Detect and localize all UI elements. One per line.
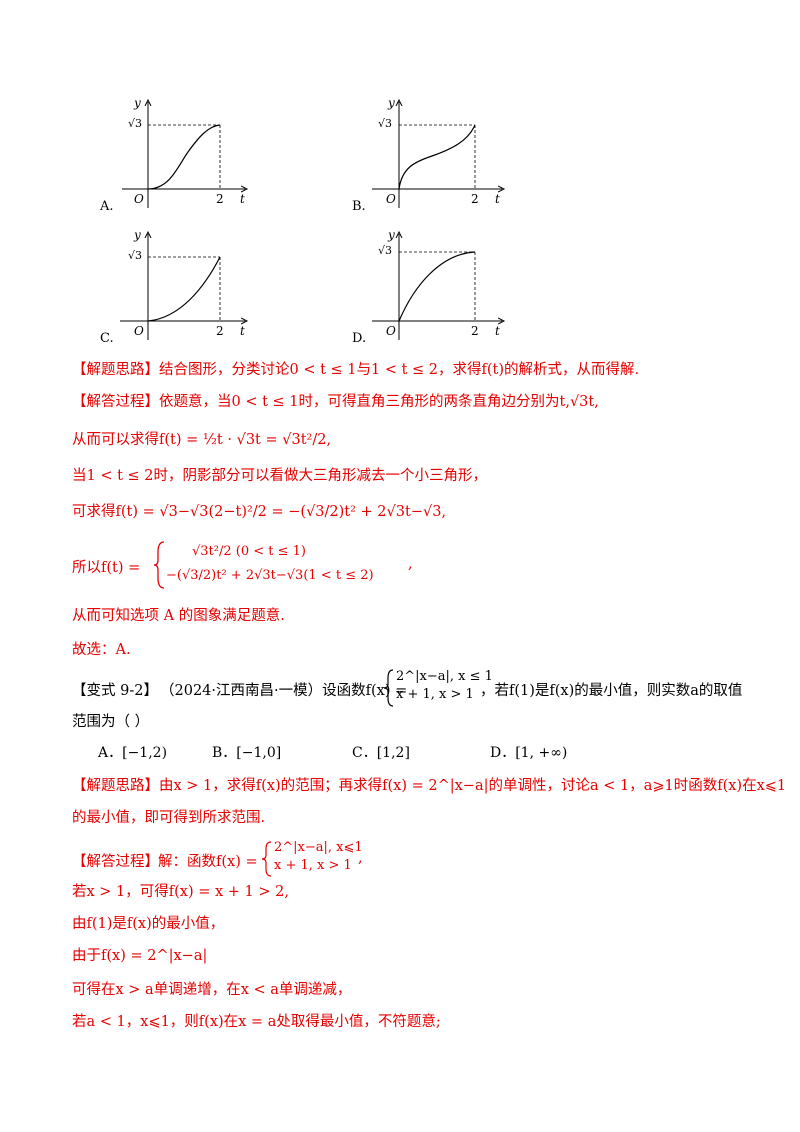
graph-b-y-tick: √3 xyxy=(378,117,393,130)
graph-c-y-label: y xyxy=(134,228,141,242)
graph-c-x-label: t xyxy=(240,324,245,338)
solution1-line3: 从而可以求得f(t) = ½t · √3t = √3t²/2, xyxy=(72,432,332,448)
problem2-tag: 【变式 9-2】 xyxy=(72,683,158,699)
graph-b-x-label: t xyxy=(495,192,500,206)
graph-b-curve xyxy=(398,124,476,190)
graph-a-y-label: y xyxy=(134,96,141,110)
problem2-brace xyxy=(384,669,394,707)
piecewise-case2: −(√3/2)t² + 2√3t−√3(1 < t ≤ 2) xyxy=(166,568,374,583)
piecewise-brace xyxy=(154,541,165,589)
problem2-question2: 范围为（ ） xyxy=(72,714,150,730)
piecewise-prefix: 所以f(t) = xyxy=(72,560,141,576)
solution2-line-b: 由f(1)是f(x)的最小值， xyxy=(72,916,225,932)
solution2-case2: x + 1, x > 1 xyxy=(274,858,352,873)
idea-text: 结合图形，分类讨论0 < t ≤ 1与1 < t ≤ 2，求得f(t)的解析式，… xyxy=(159,362,640,378)
problem2-question: ，若f(1)是f(x)的最小值，则实数a的取值 xyxy=(480,683,743,699)
solution2-idea2: 的最小值，即可得到所求范围. xyxy=(72,810,266,826)
graph-a-curve xyxy=(147,124,221,190)
solution1-piecewise: 所以f(t) = √3t²/2 (0 < t ≤ 1) −(√3/2)t² + … xyxy=(72,540,472,590)
graph-d-x-tick: 2 xyxy=(471,324,479,338)
graph-a: A. y √3 O 2 t xyxy=(100,96,260,218)
solution1-idea: 【解题思路】结合图形，分类讨论0 < t ≤ 1与1 < t ≤ 2，求得f(t… xyxy=(72,360,639,380)
graph-a-x-tick: 2 xyxy=(216,192,224,206)
choice-c[interactable]: C．[1,2] xyxy=(352,745,410,761)
graph-b-plot xyxy=(372,96,512,208)
problem2-source: （2024·江西南昌·一模）设函数f(x) = xyxy=(160,683,408,699)
graph-a-origin: O xyxy=(134,192,144,206)
solution2-line-a: 若x > 1，可得f(x) = x + 1 > 2, xyxy=(72,884,289,900)
graph-d-y-tick: √3 xyxy=(378,244,393,257)
idea-tag: 【解题思路】 xyxy=(72,362,159,378)
graph-c-curve xyxy=(147,256,221,322)
choice-a[interactable]: A．[−1,2) xyxy=(98,745,168,761)
solution2-case1: 2^|x−a|, x⩽1 xyxy=(274,840,363,855)
solution2-line-c: 由于f(x) = 2^|x−a| xyxy=(72,948,208,964)
graph-a-y-tick: √3 xyxy=(128,117,143,130)
graph-c-plot xyxy=(120,228,260,340)
graph-c-letter: C. xyxy=(100,331,114,346)
solution2-brace xyxy=(262,841,272,877)
graph-b-y-label: y xyxy=(388,96,395,110)
graph-c-origin: O xyxy=(134,324,144,338)
piecewise-suffix: , xyxy=(408,556,413,572)
solution1-line7: 从而可知选项 A 的图象满足题意. xyxy=(72,608,285,624)
process2-suffix: , xyxy=(358,850,363,866)
graph-a-letter: A. xyxy=(100,199,114,214)
solution2-line-d: 可得在x > a单调递增，在x < a单调递减， xyxy=(72,982,352,998)
solution1-line8: 故选：A. xyxy=(72,642,131,658)
process-text: 依题意，当0 < t ≤ 1时，可得直角三角形的两条直角边分别为t,√3t, xyxy=(159,394,599,410)
solution1-line4: 当1 < t ≤ 2时，阴影部分可以看做大三角形减去一个小三角形， xyxy=(72,468,488,484)
graph-b: B. y √3 O 2 t xyxy=(352,96,512,218)
choice-d[interactable]: D．[1, +∞) xyxy=(490,745,568,761)
graph-b-letter: B. xyxy=(352,199,366,214)
choice-b[interactable]: B．[−1,0] xyxy=(212,745,282,761)
solution1-line5: 可求得f(t) = √3−√3(2−t)²/2 = −(√3/2)t² + 2√… xyxy=(72,504,447,520)
graph-d: D. y √3 O 2 t xyxy=(352,228,512,350)
graph-d-curve xyxy=(398,251,476,322)
problem2-case2: x + 1, x > 1 xyxy=(396,687,474,702)
graph-c-x-tick: 2 xyxy=(216,324,224,338)
solution2-line-e: 若a < 1，x⩽1，则f(x)在x = a处取得最小值，不符题意; xyxy=(72,1014,441,1030)
graph-d-letter: D. xyxy=(352,331,367,346)
idea2-tag: 【解题思路】 xyxy=(72,778,159,794)
graph-c-y-tick: √3 xyxy=(128,249,143,262)
graph-a-x-label: t xyxy=(240,192,245,206)
solution2-idea: 【解题思路】由x > 1，求得f(x)的范围；再求得f(x) = 2^|x−a|… xyxy=(72,776,786,796)
problem2-choices: A．[−1,2) B．[−1,0] C．[1,2] D．[1, +∞) xyxy=(98,742,738,764)
problem2-case1: 2^|x−a|, x ≤ 1 xyxy=(396,669,493,684)
solution1-process: 【解答过程】依题意，当0 < t ≤ 1时，可得直角三角形的两条直角边分别为t,… xyxy=(72,392,599,412)
process2-text: 解：函数f(x) = xyxy=(158,854,258,870)
graph-c: C. y √3 O 2 t xyxy=(100,228,260,350)
graph-d-x-label: t xyxy=(495,324,500,338)
graph-d-y-label: y xyxy=(388,228,395,242)
process2-tag: 【解答过程】 xyxy=(72,854,159,870)
graph-a-plot xyxy=(122,96,260,208)
graph-b-x-tick: 2 xyxy=(471,192,479,206)
solution2-process: 【解答过程】 解：函数f(x) = 2^|x−a|, x⩽1 x + 1, x … xyxy=(72,840,472,878)
piecewise-case1: √3t²/2 (0 < t ≤ 1) xyxy=(192,544,306,559)
graph-d-plot xyxy=(372,228,512,340)
graph-b-origin: O xyxy=(386,192,396,206)
problem2-stem: 【变式 9-2】 （2024·江西南昌·一模）设函数f(x) = 2^|x−a|… xyxy=(72,668,752,708)
idea2-text: 由x > 1，求得f(x)的范围；再求得f(x) = 2^|x−a|的单调性，讨… xyxy=(159,778,787,794)
graph-d-origin: O xyxy=(386,324,396,338)
process-tag: 【解答过程】 xyxy=(72,394,159,410)
